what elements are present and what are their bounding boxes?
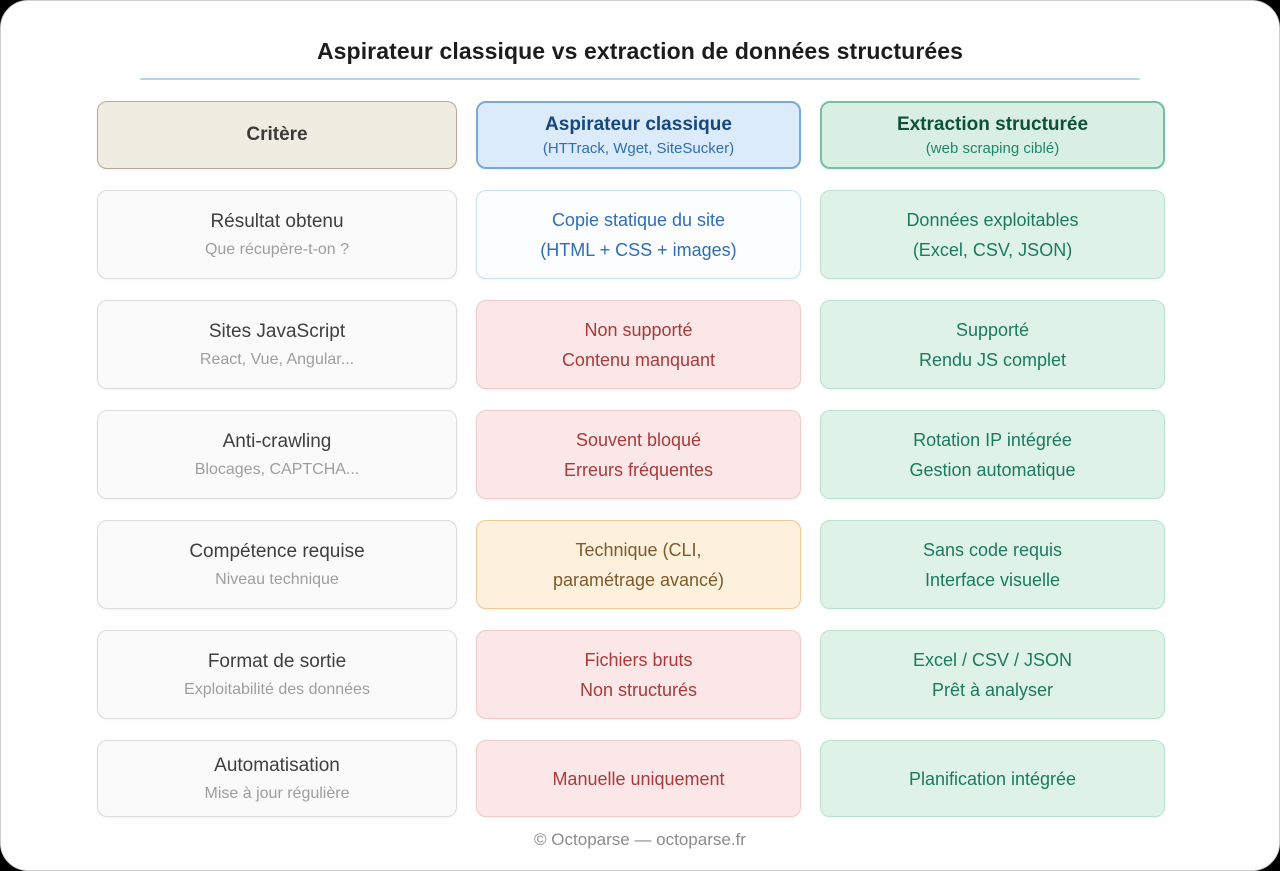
structured-value-cell: Données exploitables (Excel, CSV, JSON) xyxy=(820,190,1165,279)
criterion-cell: Compétence requise Niveau technique xyxy=(97,520,457,609)
classic-value-line: Non supporté xyxy=(584,319,693,340)
comparison-table: Critère Aspirateur classique (HTTrack, W… xyxy=(97,101,1165,817)
classic-value-cell: Fichiers bruts Non structurés xyxy=(476,630,801,719)
criterion-title: Anti-crawling xyxy=(222,430,332,452)
structured-value-line: (Excel, CSV, JSON) xyxy=(912,239,1073,260)
classic-value-line: Copie statique du site xyxy=(551,209,726,230)
criterion-title: Format de sortie xyxy=(207,650,347,672)
structured-value-cell: Excel / CSV / JSON Prêt à analyser xyxy=(820,630,1165,719)
structured-value-line: Interface visuelle xyxy=(924,569,1061,590)
structured-value-cell: Sans code requis Interface visuelle xyxy=(820,520,1165,609)
criterion-cell: Résultat obtenu Que récupère-t-on ? xyxy=(97,190,457,279)
column-header-structured: Extraction structurée (web scraping cibl… xyxy=(820,101,1165,169)
criterion-subtitle: Niveau technique xyxy=(215,570,339,588)
structured-value-line: Prêt à analyser xyxy=(931,679,1054,700)
classic-value-line: paramétrage avancé) xyxy=(552,569,725,590)
criterion-title: Sites JavaScript xyxy=(208,320,346,342)
classic-value-line: Manuelle uniquement xyxy=(552,768,725,789)
structured-value-cell: Rotation IP intégrée Gestion automatique xyxy=(820,410,1165,499)
criterion-subtitle: React, Vue, Angular... xyxy=(199,350,355,368)
classic-value-line: Non structurés xyxy=(579,679,698,700)
criterion-cell: Anti-crawling Blocages, CAPTCHA... xyxy=(97,410,457,499)
structured-value-cell: Planification intégrée xyxy=(820,740,1165,817)
column-header-classic-title: Aspirateur classique xyxy=(545,113,732,135)
classic-value-cell: Non supporté Contenu manquant xyxy=(476,300,801,389)
column-header-criteria: Critère xyxy=(97,101,457,169)
structured-value-line: Rendu JS complet xyxy=(918,349,1067,370)
criterion-cell: Format de sortie Exploitabilité des donn… xyxy=(97,630,457,719)
classic-value-line: Souvent bloqué xyxy=(575,429,702,450)
classic-value-line: Erreurs fréquentes xyxy=(563,459,714,480)
page-title: Aspirateur classique vs extraction de do… xyxy=(316,38,964,64)
criterion-title: Compétence requise xyxy=(189,540,365,562)
criterion-subtitle: Exploitabilité des données xyxy=(184,680,370,698)
classic-value-line: (HTML + CSS + images) xyxy=(540,239,737,260)
classic-value-cell: Manuelle uniquement xyxy=(476,740,801,817)
classic-value-cell: Copie statique du site (HTML + CSS + ima… xyxy=(476,190,801,279)
structured-value-line: Supporté xyxy=(955,319,1030,340)
structured-value-line: Planification intégrée xyxy=(908,768,1077,789)
structured-value-line: Données exploitables xyxy=(906,209,1079,230)
criterion-subtitle: Blocages, CAPTCHA... xyxy=(194,460,360,478)
structured-value-cell: Supporté Rendu JS complet xyxy=(820,300,1165,389)
classic-value-cell: Souvent bloqué Erreurs fréquentes xyxy=(476,410,801,499)
classic-value-line: Contenu manquant xyxy=(561,349,716,370)
column-header-classic-subtitle: (HTTrack, Wget, SiteSucker) xyxy=(542,139,735,157)
title-underline xyxy=(140,78,1140,80)
footer-credit: © Octoparse — octoparse.fr xyxy=(534,830,746,849)
structured-value-line: Sans code requis xyxy=(922,539,1063,560)
column-header-structured-title: Extraction structurée xyxy=(896,113,1089,135)
structured-value-line: Rotation IP intégrée xyxy=(913,429,1072,450)
column-header-classic: Aspirateur classique (HTTrack, Wget, Sit… xyxy=(476,101,801,169)
structured-value-line: Excel / CSV / JSON xyxy=(912,649,1073,670)
structured-value-line: Gestion automatique xyxy=(909,459,1076,480)
classic-value-line: Technique (CLI, xyxy=(575,539,702,560)
criterion-title: Résultat obtenu xyxy=(210,210,344,232)
criterion-subtitle: Mise à jour régulière xyxy=(204,784,350,802)
criterion-subtitle: Que récupère-t-on ? xyxy=(204,240,350,258)
criterion-title: Automatisation xyxy=(214,754,340,776)
criterion-cell: Sites JavaScript React, Vue, Angular... xyxy=(97,300,457,389)
classic-value-cell: Technique (CLI, paramétrage avancé) xyxy=(476,520,801,609)
classic-value-line: Fichiers bruts xyxy=(584,649,693,670)
criterion-cell: Automatisation Mise à jour régulière xyxy=(97,740,457,817)
column-header-structured-subtitle: (web scraping ciblé) xyxy=(925,139,1060,157)
